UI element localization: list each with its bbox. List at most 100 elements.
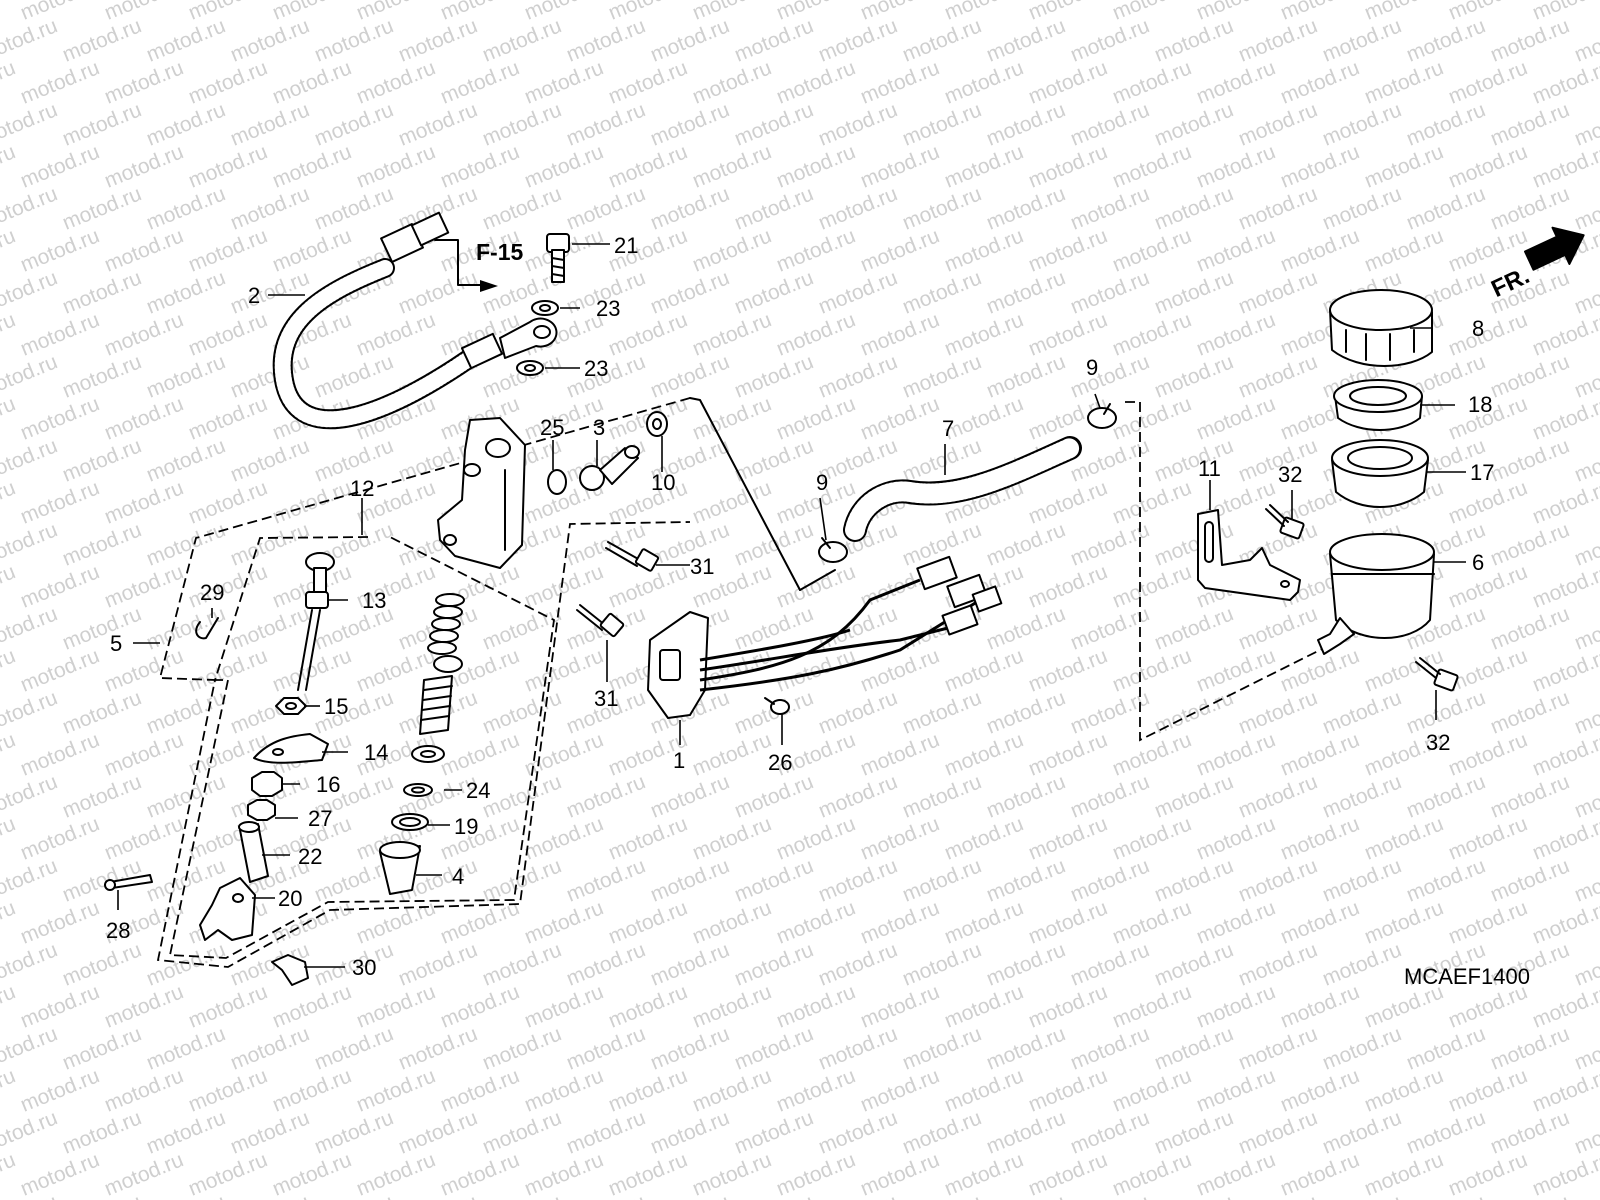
watermark-text: motod.ru xyxy=(0,1148,19,1200)
watermark-text: motod.ru xyxy=(521,896,606,948)
watermark-text: motod.ru xyxy=(731,1022,816,1074)
watermark-text: motod.ru xyxy=(1235,98,1320,150)
watermark-text: motod.ru xyxy=(1277,140,1362,192)
watermark-text: motod.ru xyxy=(941,1148,1026,1200)
watermark-text: motod.ru xyxy=(1025,1148,1110,1200)
watermark-text: motod.ru xyxy=(101,308,186,360)
watermark-text: motod.ru xyxy=(479,854,564,906)
watermark-text: motod.ru xyxy=(59,518,144,570)
watermark-text: motod.ru xyxy=(227,434,312,486)
part-number-25: 25 xyxy=(540,415,564,440)
watermark-text: motod.ru xyxy=(0,812,19,864)
watermark-text: motod.ru xyxy=(0,1064,19,1116)
watermark-text: motod.ru xyxy=(1487,1022,1572,1074)
watermark-text: motod.ru xyxy=(899,98,984,150)
watermark-text: motod.ru xyxy=(773,224,858,276)
watermark-text: motod.ru xyxy=(983,1190,1068,1200)
watermark-text: motod.ru xyxy=(1319,98,1404,150)
part-number-1: 1 xyxy=(673,748,685,773)
watermark-text: motod.ru xyxy=(59,182,144,234)
watermark-text: motod.ru xyxy=(1319,854,1404,906)
watermark-text: motod.ru xyxy=(1445,1064,1530,1116)
watermark-text: motod.ru xyxy=(773,980,858,1032)
watermark-text: motod.ru xyxy=(647,14,732,66)
watermark-text: motod.ru xyxy=(0,0,19,25)
watermark-text: motod.ru xyxy=(395,14,480,66)
watermark-text: motod.ru xyxy=(1445,812,1530,864)
part-number-21: 21 xyxy=(614,233,638,258)
watermark-text: motod.ru xyxy=(899,350,984,402)
part-number-2: 2 xyxy=(248,283,260,308)
watermark-text: motod.ru xyxy=(0,476,19,528)
watermark-text: motod.ru xyxy=(731,350,816,402)
watermark-text: motod.ru xyxy=(59,1022,144,1074)
watermark-text: motod.ru xyxy=(1109,140,1194,192)
watermark-text: motod.ru xyxy=(1067,1190,1152,1200)
watermark-text: motod.ru xyxy=(269,476,354,528)
watermark-text: motod.ru xyxy=(983,602,1068,654)
watermark-text: motod.ru xyxy=(479,182,564,234)
watermark-text: motod.ru xyxy=(1151,98,1236,150)
watermark-text: motod.ru xyxy=(1445,56,1530,108)
group-outline-right xyxy=(1125,401,1331,742)
watermark-text: motod.ru xyxy=(1319,686,1404,738)
reservoir-cap-8 xyxy=(1329,289,1433,367)
part-number-10: 10 xyxy=(651,470,675,495)
part-number-31-lower: 31 xyxy=(594,686,618,711)
watermark-text: motod.ru xyxy=(0,644,19,696)
watermark-text: motod.ru xyxy=(1193,1148,1278,1200)
watermark-text: motod.ru xyxy=(857,56,942,108)
watermark-text: motod.ru xyxy=(0,224,19,276)
watermark-text: motod.ru xyxy=(1025,140,1110,192)
watermark-text: motod.ru xyxy=(857,224,942,276)
watermark-text: motod.ru xyxy=(521,140,606,192)
watermark-text: motod.ru xyxy=(983,1106,1068,1158)
watermark-text: motod.ru xyxy=(353,308,438,360)
watermark-text: motod.ru xyxy=(1193,728,1278,780)
watermark-text: motod.ru xyxy=(1319,938,1404,990)
part-number-11: 11 xyxy=(1198,456,1221,481)
watermark-text: motod.ru xyxy=(983,938,1068,990)
watermark-text: motod.ru xyxy=(395,1190,480,1200)
watermark-text: motod.ru xyxy=(521,0,606,25)
watermark-text: motod.ru xyxy=(1025,1064,1110,1116)
watermark-text: motod.ru xyxy=(101,476,186,528)
watermark-text: motod.ru xyxy=(227,1106,312,1158)
watermark-text: motod.ru xyxy=(1193,644,1278,696)
watermark-text: motod.ru xyxy=(815,854,900,906)
watermark-text: motod.ru xyxy=(1487,854,1572,906)
watermark-text: motod.ru xyxy=(1151,938,1236,990)
watermark-text: motod.ru xyxy=(1235,854,1320,906)
watermark-text: motod.ru xyxy=(395,266,480,318)
watermark-text: motod.ru xyxy=(143,1022,228,1074)
watermark-text: motod.ru xyxy=(1445,0,1530,25)
watermark-text: motod.ru xyxy=(731,434,816,486)
watermark-text: motod.ru xyxy=(689,1148,774,1200)
watermark-text: motod.ru xyxy=(185,476,270,528)
watermark-text: motod.ru xyxy=(983,1022,1068,1074)
watermark-text: motod.ru xyxy=(857,0,942,25)
watermark-text: motod.ru xyxy=(1487,602,1572,654)
watermark-text: motod.ru xyxy=(1025,560,1110,612)
watermark-text: motod.ru xyxy=(857,644,942,696)
watermark-text: motod.ru xyxy=(689,224,774,276)
watermark-text: motod.ru xyxy=(311,1022,396,1074)
watermark-text: motod.ru xyxy=(563,770,648,822)
watermark-text: motod.ru xyxy=(1403,1106,1488,1158)
watermark-text: motod.ru xyxy=(731,266,816,318)
watermark-text: motod.ru xyxy=(1109,644,1194,696)
watermark-text: motod.ru xyxy=(437,0,522,25)
snap-ring-19 xyxy=(391,813,429,831)
watermark-text: motod.ru xyxy=(563,98,648,150)
watermark-text: motod.ru xyxy=(1403,14,1488,66)
hose-clip-left xyxy=(818,537,848,563)
watermark-text: motod.ru xyxy=(101,56,186,108)
cup-seal-24 xyxy=(411,745,445,763)
watermark-text: motod.ru xyxy=(1067,854,1152,906)
watermark-text: motod.ru xyxy=(899,1106,984,1158)
watermark-text: motod.ru xyxy=(1109,392,1194,444)
watermark-text: motod.ru xyxy=(1193,896,1278,948)
pin-28 xyxy=(104,874,153,891)
watermark-text: motod.ru xyxy=(353,140,438,192)
